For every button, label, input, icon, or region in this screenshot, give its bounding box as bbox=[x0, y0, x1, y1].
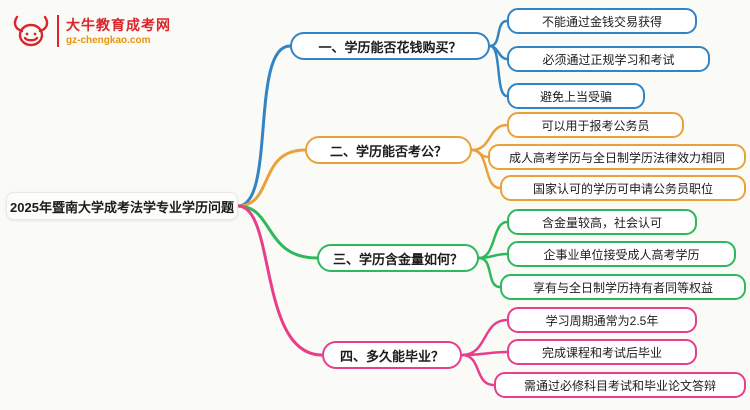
logo-divider bbox=[57, 15, 59, 47]
branch-node-4: 四、多久能毕业？ bbox=[322, 341, 462, 369]
child-node-2-2: 成人高考学历与全日制学历法律效力相同 bbox=[488, 144, 746, 170]
edge-b2-c1 bbox=[470, 123, 509, 152]
branch-node-2: 二、学历能否考公？ bbox=[305, 136, 472, 164]
edge-root-branch2 bbox=[236, 148, 307, 208]
edge-b3-c3 bbox=[477, 256, 502, 289]
logo-title: 大牛教育成考网 bbox=[66, 16, 171, 33]
logo-subtitle: gz-chengkao.com bbox=[66, 34, 151, 46]
child-node-2-1: 可以用于报考公务员 bbox=[507, 112, 684, 138]
edge-root-branch1 bbox=[236, 44, 292, 208]
child-node-1-1: 不能通过金钱交易获得 bbox=[507, 8, 697, 34]
child-node-3-2: 企事业单位接受成人高考学历 bbox=[507, 241, 736, 267]
child-node-4-2: 完成课程和考试后毕业 bbox=[507, 339, 697, 365]
child-node-1-3: 避免上当受骗 bbox=[507, 83, 645, 109]
branch1-child-edges bbox=[488, 19, 509, 98]
branch-node-3: 三、学历含金量如何？ bbox=[317, 244, 479, 272]
branch4-child-edges bbox=[460, 318, 509, 387]
child-node-3-3: 享有与全日制学历持有者同等权益 bbox=[500, 274, 746, 300]
branch3-child-edges bbox=[477, 220, 509, 289]
edge-b1-c3 bbox=[488, 44, 509, 98]
branch-node-1: 一、学历能否花钱购买？ bbox=[290, 32, 490, 60]
site-logo: 大牛教育成考网 gz-chengkao.com bbox=[10, 14, 171, 48]
edge-root-branch4 bbox=[236, 204, 324, 357]
child-node-1-2: 必须通过正规学习和考试 bbox=[507, 46, 710, 72]
bull-icon bbox=[13, 15, 49, 47]
root-node: 2025年暨南大学成考法学专业学历问题 bbox=[6, 192, 238, 220]
edge-b4-c3 bbox=[460, 353, 496, 387]
edge-b3-c1 bbox=[477, 220, 509, 260]
child-node-4-3: 需通过必修科目考试和毕业论文答辩 bbox=[494, 372, 746, 398]
edge-b4-c1 bbox=[460, 318, 509, 357]
child-node-2-3: 国家认可的学历可申请公务员职位 bbox=[500, 175, 746, 201]
edge-b2-c3 bbox=[470, 148, 502, 190]
edge-b1-c1 bbox=[488, 19, 509, 48]
child-node-3-1: 含金量较高，社会认可 bbox=[507, 209, 697, 235]
child-node-4-1: 学习周期通常为2.5年 bbox=[507, 307, 697, 333]
branch2-child-edges bbox=[470, 123, 509, 190]
edge-root-branch3 bbox=[236, 204, 319, 260]
root-branch-edges bbox=[236, 44, 324, 357]
logo-text: 大牛教育成考网 gz-chengkao.com bbox=[66, 16, 171, 47]
